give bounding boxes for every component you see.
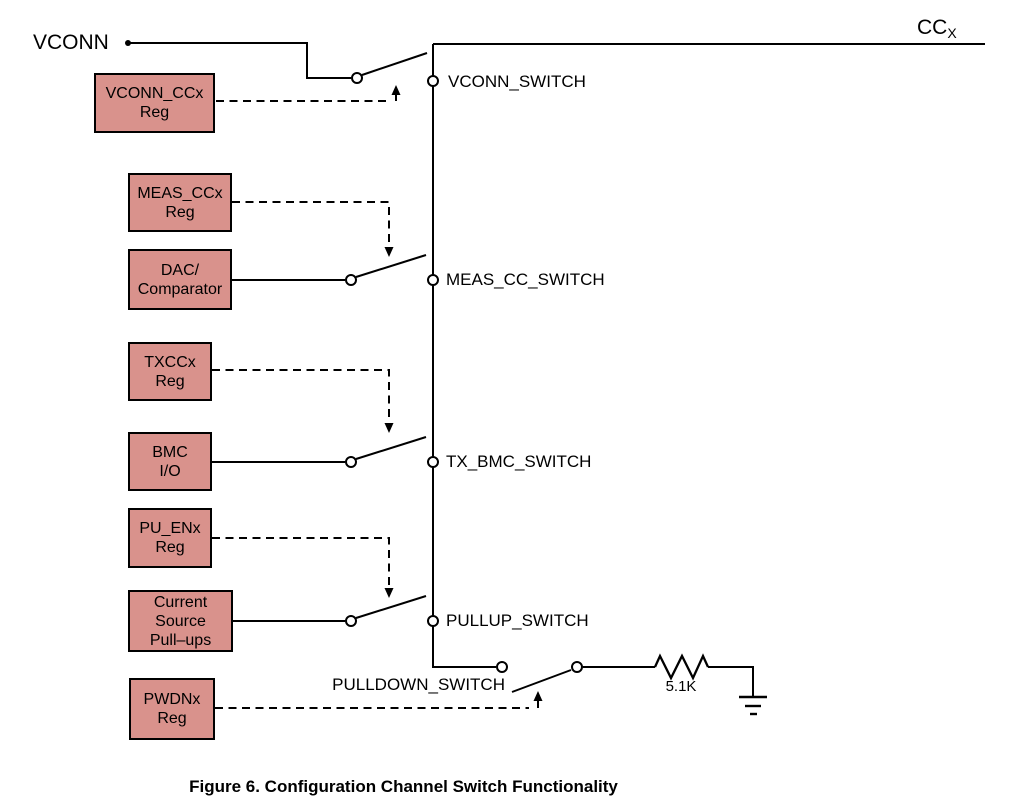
pulldown-switch-blade [511, 669, 572, 693]
pu-enx-control-line [212, 537, 390, 586]
pulldown-output-wire [583, 666, 754, 697]
dac-comparator-label: DAC/ Comparator [137, 261, 223, 298]
vconn-switch-label: VCONN_SWITCH [448, 72, 586, 91]
meas-cc-switch-blade [355, 254, 427, 278]
vconn-junction-dot [125, 40, 131, 46]
vconn-switch-pivot-contact [351, 72, 363, 84]
resistor-symbol [653, 653, 710, 681]
pullup-switch-label: PULLUP_SWITCH [446, 611, 589, 630]
meas-switch-pivot-contact [345, 274, 357, 286]
pullup-switch-bus-contact [427, 615, 439, 627]
pwdnx-reg-box: PWDNx Reg [129, 678, 215, 740]
meas-control-arrow-down-icon [384, 247, 394, 257]
vconn-net-label: VCONN [33, 31, 109, 54]
tx-switch-bus-contact [427, 456, 439, 468]
tx-switch-pivot-contact [345, 456, 357, 468]
tx-bmc-switch-blade [355, 436, 427, 460]
pwdnx-reg-label: PWDNx Reg [143, 691, 201, 727]
switch-contacts [345, 72, 583, 673]
pulldown-resistor-value: 5.1K [665, 678, 697, 695]
ground-symbol [739, 695, 767, 716]
pulldown-switch-left-contact [496, 661, 508, 673]
txccx-reg-box: TXCCx Reg [128, 342, 212, 401]
vconn-control-arrow-up-icon [391, 85, 401, 101]
tx-bmc-switch-label: TX_BMC_SWITCH [446, 452, 592, 471]
pu-enx-reg-label: PU_ENx Reg [139, 520, 201, 556]
current-source-pullups-box: Current Source Pull–ups [128, 590, 233, 652]
register-control-lines [212, 100, 529, 709]
dac-comparator-box: DAC/ Comparator [128, 249, 232, 310]
bmc-io-box: BMC I/O [128, 432, 212, 491]
solid-wires [128, 42, 985, 697]
tx-control-arrow-down-icon [384, 423, 394, 433]
switch-blades [355, 52, 572, 693]
pulldown-switch-label: PULLDOWN_SWITCH [332, 675, 505, 694]
meas-ccx-control-line [232, 201, 390, 245]
control-arrows [384, 85, 543, 708]
ccx-net-label-base: CC [917, 16, 948, 39]
pulldown-control-arrow-up-icon [533, 691, 543, 708]
meas-ccx-reg-box: MEAS_CCx Reg [128, 173, 232, 232]
vconn-ccx-reg-label: VCONN_CCx Reg [105, 85, 204, 121]
pullup-switch-blade [355, 595, 427, 619]
cc-bus-wire [432, 43, 985, 668]
ccx-net-label-subscript: X [947, 25, 957, 41]
meas-switch-bus-contact [427, 274, 439, 286]
bmc-io-label: BMC I/O [152, 443, 188, 480]
vconn-switch-bus-contact [427, 75, 439, 87]
vconn-switch-blade [361, 52, 428, 76]
figure-caption: Figure 6. Configuration Channel Switch F… [189, 777, 618, 796]
pu-enx-reg-box: PU_ENx Reg [128, 508, 212, 568]
pullup-control-arrow-down-icon [384, 588, 394, 598]
meas-cc-switch-label: MEAS_CC_SWITCH [446, 270, 605, 289]
txccx-control-line [212, 369, 390, 421]
ccx-net-label: CCX [917, 16, 957, 45]
current-source-pullups-label: Current Source Pull–ups [149, 593, 212, 649]
vconn-input-wire [128, 42, 351, 79]
pulldown-switch-right-contact [571, 661, 583, 673]
txccx-reg-label: TXCCx Reg [144, 353, 196, 390]
pullup-switch-pivot-contact [345, 615, 357, 627]
vconn-ccx-reg-box: VCONN_CCx Reg [94, 73, 215, 133]
meas-ccx-reg-label: MEAS_CCx Reg [137, 184, 223, 221]
